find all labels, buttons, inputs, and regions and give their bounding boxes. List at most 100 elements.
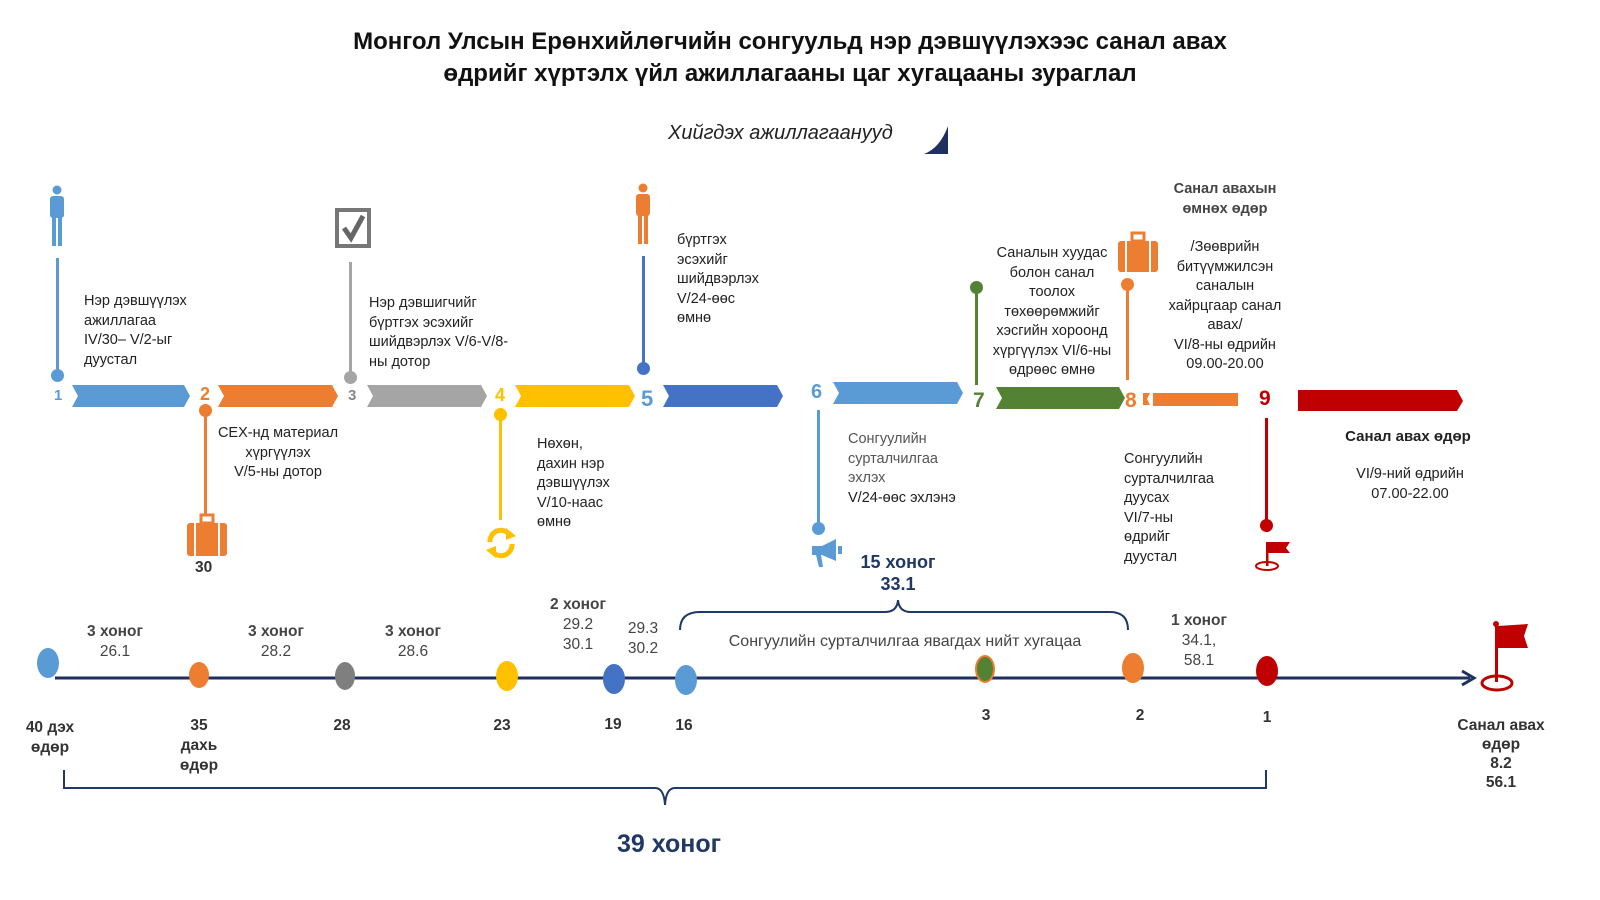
line: өдрөөс өмнө <box>1008 362 1096 378</box>
total-brace <box>63 770 1267 806</box>
timeline-graphics <box>55 600 1528 806</box>
step-number-3: 3 <box>348 387 357 404</box>
line: VI/7-ны <box>1124 509 1174 526</box>
line: сурталчилгаа <box>1124 470 1214 487</box>
node-label: 2 <box>1135 707 1145 724</box>
arrow-segment-3 <box>367 385 487 407</box>
stem-dot-6 <box>812 522 825 535</box>
campaign-label: Сонгуулийн сурталчилгаа явагдах нийт хуг… <box>728 633 1082 650</box>
line: /Зөөврийн <box>1190 239 1260 255</box>
timeline-node <box>1256 656 1278 686</box>
arrow-segment-9 <box>1298 390 1463 411</box>
timeline-node <box>975 655 995 683</box>
line: Нэр дэвшүүлэх <box>84 293 187 309</box>
line: 28.2 <box>260 643 292 660</box>
line: VI/8-ны өдрийн <box>1174 336 1276 353</box>
line: Нэр дэвшигчийг <box>369 295 477 311</box>
line: шийдвэрлэх <box>677 271 759 287</box>
total-duration: 39 хоног <box>616 830 722 858</box>
line: сурталчилгаа <box>848 450 938 467</box>
line: хүргүүлэх <box>245 444 311 461</box>
stem-dot-3 <box>344 371 357 384</box>
suitcase-icon <box>1118 231 1158 272</box>
step-number-4: 4 <box>495 385 506 405</box>
line: V/5-ны дотор <box>234 464 322 480</box>
node-label: 16 <box>675 717 693 734</box>
subtitle: Хийгдэх ажиллагаанууд <box>668 122 893 144</box>
step-number-8: 8 <box>1125 389 1137 412</box>
line: 26.1 <box>99 643 131 660</box>
line: бүртгэх <box>677 232 727 248</box>
line: өдөр <box>179 757 219 774</box>
stem-9 <box>1265 418 1268 525</box>
swoosh-icon <box>924 126 948 154</box>
suitcase-count: 30 <box>195 559 213 576</box>
line: 29.3 <box>627 620 659 637</box>
arrow-segment-5 <box>663 385 783 407</box>
line: V/10-наас <box>537 494 604 511</box>
line: өдөр <box>30 739 70 756</box>
line: V/24-өөс эхлэнэ <box>848 489 956 506</box>
timeline-node <box>496 661 518 691</box>
campaign-brace <box>679 600 1129 631</box>
step-number-9: 9 <box>1259 387 1271 410</box>
line: эсэхийг <box>677 251 728 268</box>
campaign-days: 15 хоног <box>860 552 936 572</box>
step-number-5: 5 <box>641 386 654 411</box>
line: дэвшүүлэх <box>537 475 610 491</box>
stem-4 <box>499 414 502 520</box>
step-number-7: 7 <box>973 389 985 412</box>
flag-icon <box>1255 542 1290 571</box>
stem-2 <box>204 410 207 515</box>
interval: 29.3 30.2 <box>628 619 658 659</box>
interval: 3 хоног 26.1 <box>87 622 143 662</box>
line: ажиллагаа <box>84 312 156 329</box>
interval-title: 3 хоног <box>248 623 304 640</box>
timeline-node <box>335 662 355 690</box>
interval: 3 хоног 28.2 <box>248 622 304 662</box>
stem-dot-4 <box>494 408 507 421</box>
line: Санал авах <box>1457 717 1545 734</box>
step-number-2: 2 <box>200 384 211 404</box>
line: Нөхөн, <box>537 436 583 452</box>
stem-6 <box>817 410 820 528</box>
line: дуустал <box>1124 548 1178 565</box>
line: авах/ <box>1207 317 1243 333</box>
line: хайрцгаар санал <box>1168 297 1282 314</box>
line: хүргүүлэх VI/6-ны <box>992 342 1112 359</box>
line: саналын <box>1195 278 1255 294</box>
line: битүүмжилсэн <box>1176 258 1274 275</box>
campaign-value: 33.1 <box>880 574 916 594</box>
arrow-segment-4 <box>515 385 635 407</box>
line: шийдвэрлэх V/6-V/8- <box>369 334 509 350</box>
line: ны дотор <box>369 353 431 370</box>
timeline-node <box>1122 653 1144 683</box>
stem-dot-8 <box>1121 278 1134 291</box>
line: 28.6 <box>397 643 429 660</box>
line: эхлэх <box>848 470 886 486</box>
interval-title: 3 хоног <box>87 623 143 640</box>
line: 30.2 <box>627 640 659 657</box>
line: Сонгуулийн <box>848 431 927 447</box>
step-8-description: /Зөөврийн битүүмжилсэн саналын хайрцгаар са… <box>1169 238 1282 375</box>
line: Саналын хуудас <box>996 245 1108 261</box>
line: 07.00-22.00 <box>1371 485 1449 502</box>
step-number-1: 1 <box>54 387 63 404</box>
line: СЕХ-нд материал <box>217 425 339 441</box>
stem-dot-9 <box>1260 519 1273 532</box>
line: 8.2 <box>1490 755 1512 772</box>
arrow-segment-1 <box>72 385 190 407</box>
person-icon <box>50 185 64 246</box>
stem-dot-7 <box>970 281 983 294</box>
line: V/24-өөс <box>677 290 736 307</box>
